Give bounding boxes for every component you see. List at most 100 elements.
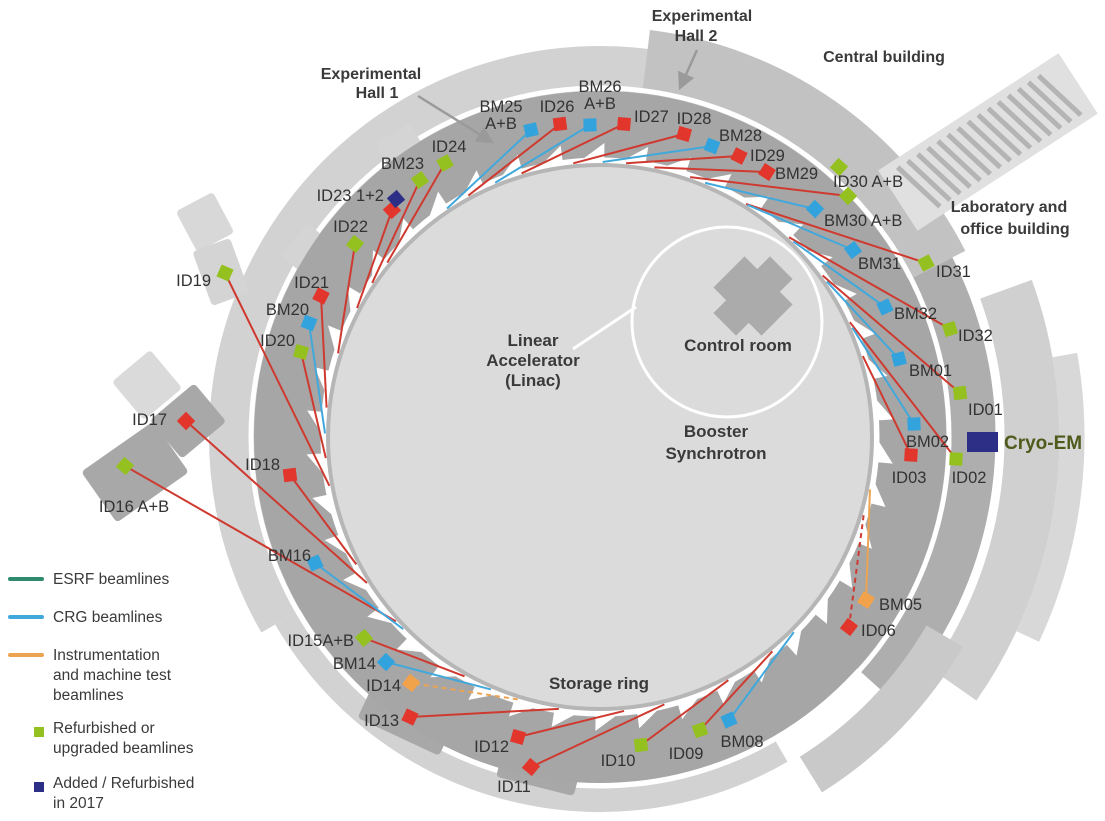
beamline-line-bm01 <box>826 280 900 360</box>
beamline-label-id10: ID10 <box>601 752 636 770</box>
beamline-label-id01: ID01 <box>968 401 1003 419</box>
central-building-part <box>946 132 992 176</box>
booster-synchrotron-circle <box>630 225 824 419</box>
central-building-part <box>895 165 942 209</box>
ring-notch <box>737 196 770 212</box>
beamline-label-id02: ID02 <box>952 469 987 487</box>
beamline-line-bm02 <box>851 327 915 425</box>
ring-notch <box>508 699 539 717</box>
beamline-line-id17 <box>185 420 368 584</box>
legend-text: CRG beamlines <box>53 609 163 626</box>
control-room-building <box>713 256 793 336</box>
linac-label: (Linac) <box>505 371 561 390</box>
cryo-em-marker <box>967 432 998 452</box>
linac-pointer-line <box>572 305 637 351</box>
ring-notch <box>620 146 649 165</box>
beamline-marker-id03 <box>904 448 918 462</box>
beamline-line-id30-a+b <box>689 176 849 197</box>
beamline-label-bm01: BM01 <box>909 362 952 380</box>
storage-ring-interior <box>326 163 874 711</box>
experimental-hall-2-label: Hall 2 <box>675 28 718 45</box>
beamline-marker-id32 <box>941 320 959 338</box>
laboratory-office-building-label: Laboratory and <box>951 199 1067 216</box>
legend-text: Refurbished or <box>53 720 155 737</box>
beamline-line-bm25-a+b <box>446 129 532 210</box>
experimental-hall-1-label: Experimental <box>321 66 421 83</box>
beamline-line-id23-1+2 <box>356 209 393 309</box>
central-building-part <box>926 145 972 189</box>
beamline-label-bm05: BM05 <box>879 596 922 614</box>
beamline-marker-id06 <box>839 617 859 637</box>
beamline-marker-id11 <box>521 757 541 777</box>
beamline-label-bm08: BM08 <box>720 733 763 751</box>
beamline-marker-id13 <box>401 708 419 726</box>
beamline-line-bm31 <box>747 203 854 251</box>
beamline-line-id22 <box>337 243 356 354</box>
beamline-marker-id29 <box>730 147 748 165</box>
central-building-part <box>966 119 1013 163</box>
legend-label-crg: CRG beamlines <box>53 608 238 628</box>
beamline-marker-bm23 <box>410 170 430 190</box>
beamline-marker-id31 <box>917 254 935 272</box>
beamline-label-id16-a+b: ID16 A+B <box>99 498 169 516</box>
beamline-marker-id30-a+b <box>838 186 858 206</box>
ring-notch <box>551 709 580 727</box>
ring-notch <box>307 410 326 438</box>
instrumentation-line-swatch <box>8 653 44 657</box>
beamline-marker-bm20 <box>300 314 318 332</box>
ring-notch <box>498 154 523 181</box>
central-building-part <box>1036 73 1083 117</box>
beamline-label-id15a+b: ID15A+B <box>288 632 355 650</box>
laboratory-office-building-label: office building <box>960 221 1069 238</box>
bottom-right-band <box>799 625 963 793</box>
beamline-marker-id09 <box>691 721 709 739</box>
beamline-line-id10 <box>640 679 729 746</box>
laboratory-outer-band <box>1016 352 1085 642</box>
beamline-marker-id27 <box>617 117 631 131</box>
beamline-line-id31 <box>745 203 927 264</box>
legend-text: Added / Refurbished <box>53 775 195 792</box>
ring-notch <box>636 706 662 729</box>
building-empty <box>113 351 181 419</box>
beamline-line-id26 <box>467 123 561 197</box>
beamline-label-id24: ID24 <box>432 138 467 156</box>
legend-text: ESRF beamlines <box>53 571 170 588</box>
experimental-hall-2-label: Experimental <box>652 8 752 25</box>
beamline-label-id32: ID32 <box>958 327 993 345</box>
central-building-part <box>996 100 1043 144</box>
beamline-marker-bm28 <box>703 137 721 155</box>
beamline-marker-bm01 <box>891 351 907 367</box>
central-building-label: Central building <box>823 49 945 66</box>
beamline-marker-id17 <box>176 411 196 431</box>
central-building-part <box>916 152 962 196</box>
ring-notch <box>836 556 853 589</box>
beamline-line-bm14 <box>385 661 492 691</box>
beamline-marker-id18 <box>282 467 298 483</box>
central-building-part <box>1026 80 1073 124</box>
refurbished-square-swatch <box>34 727 44 737</box>
central-building-part <box>976 113 1023 157</box>
legend-text: upgraded beamlines <box>53 740 194 757</box>
central-building-part <box>986 106 1033 150</box>
legend-text: and machine test <box>53 667 172 684</box>
beamline-marker2-id23-1+2 <box>386 189 406 209</box>
central-building-shape <box>878 53 1098 231</box>
beamline-marker-bm16 <box>306 554 324 572</box>
beamline-marker-id12 <box>510 729 526 745</box>
beamline-marker-id20 <box>292 343 310 361</box>
beamline-marker-bm25-a+b <box>523 122 539 138</box>
beamline-line-bm08 <box>728 631 795 721</box>
beamline-label-id11: ID11 <box>497 778 531 796</box>
beamline-label-id18: ID18 <box>245 456 280 474</box>
ring-notch <box>396 636 428 653</box>
beamline-label-bm29: BM29 <box>775 165 818 183</box>
beamline-label-bm20: BM20 <box>266 301 309 319</box>
beamline-line-id27 <box>521 123 625 175</box>
beamline-label-id28: ID28 <box>677 110 712 128</box>
ring-notch <box>661 157 691 175</box>
legend-label-added-2017: Added / Refurbished in 2017 <box>53 774 238 814</box>
beamline-marker-bm02 <box>907 417 921 431</box>
ring-notch <box>347 286 364 318</box>
beamline-line-id02 <box>849 321 957 460</box>
